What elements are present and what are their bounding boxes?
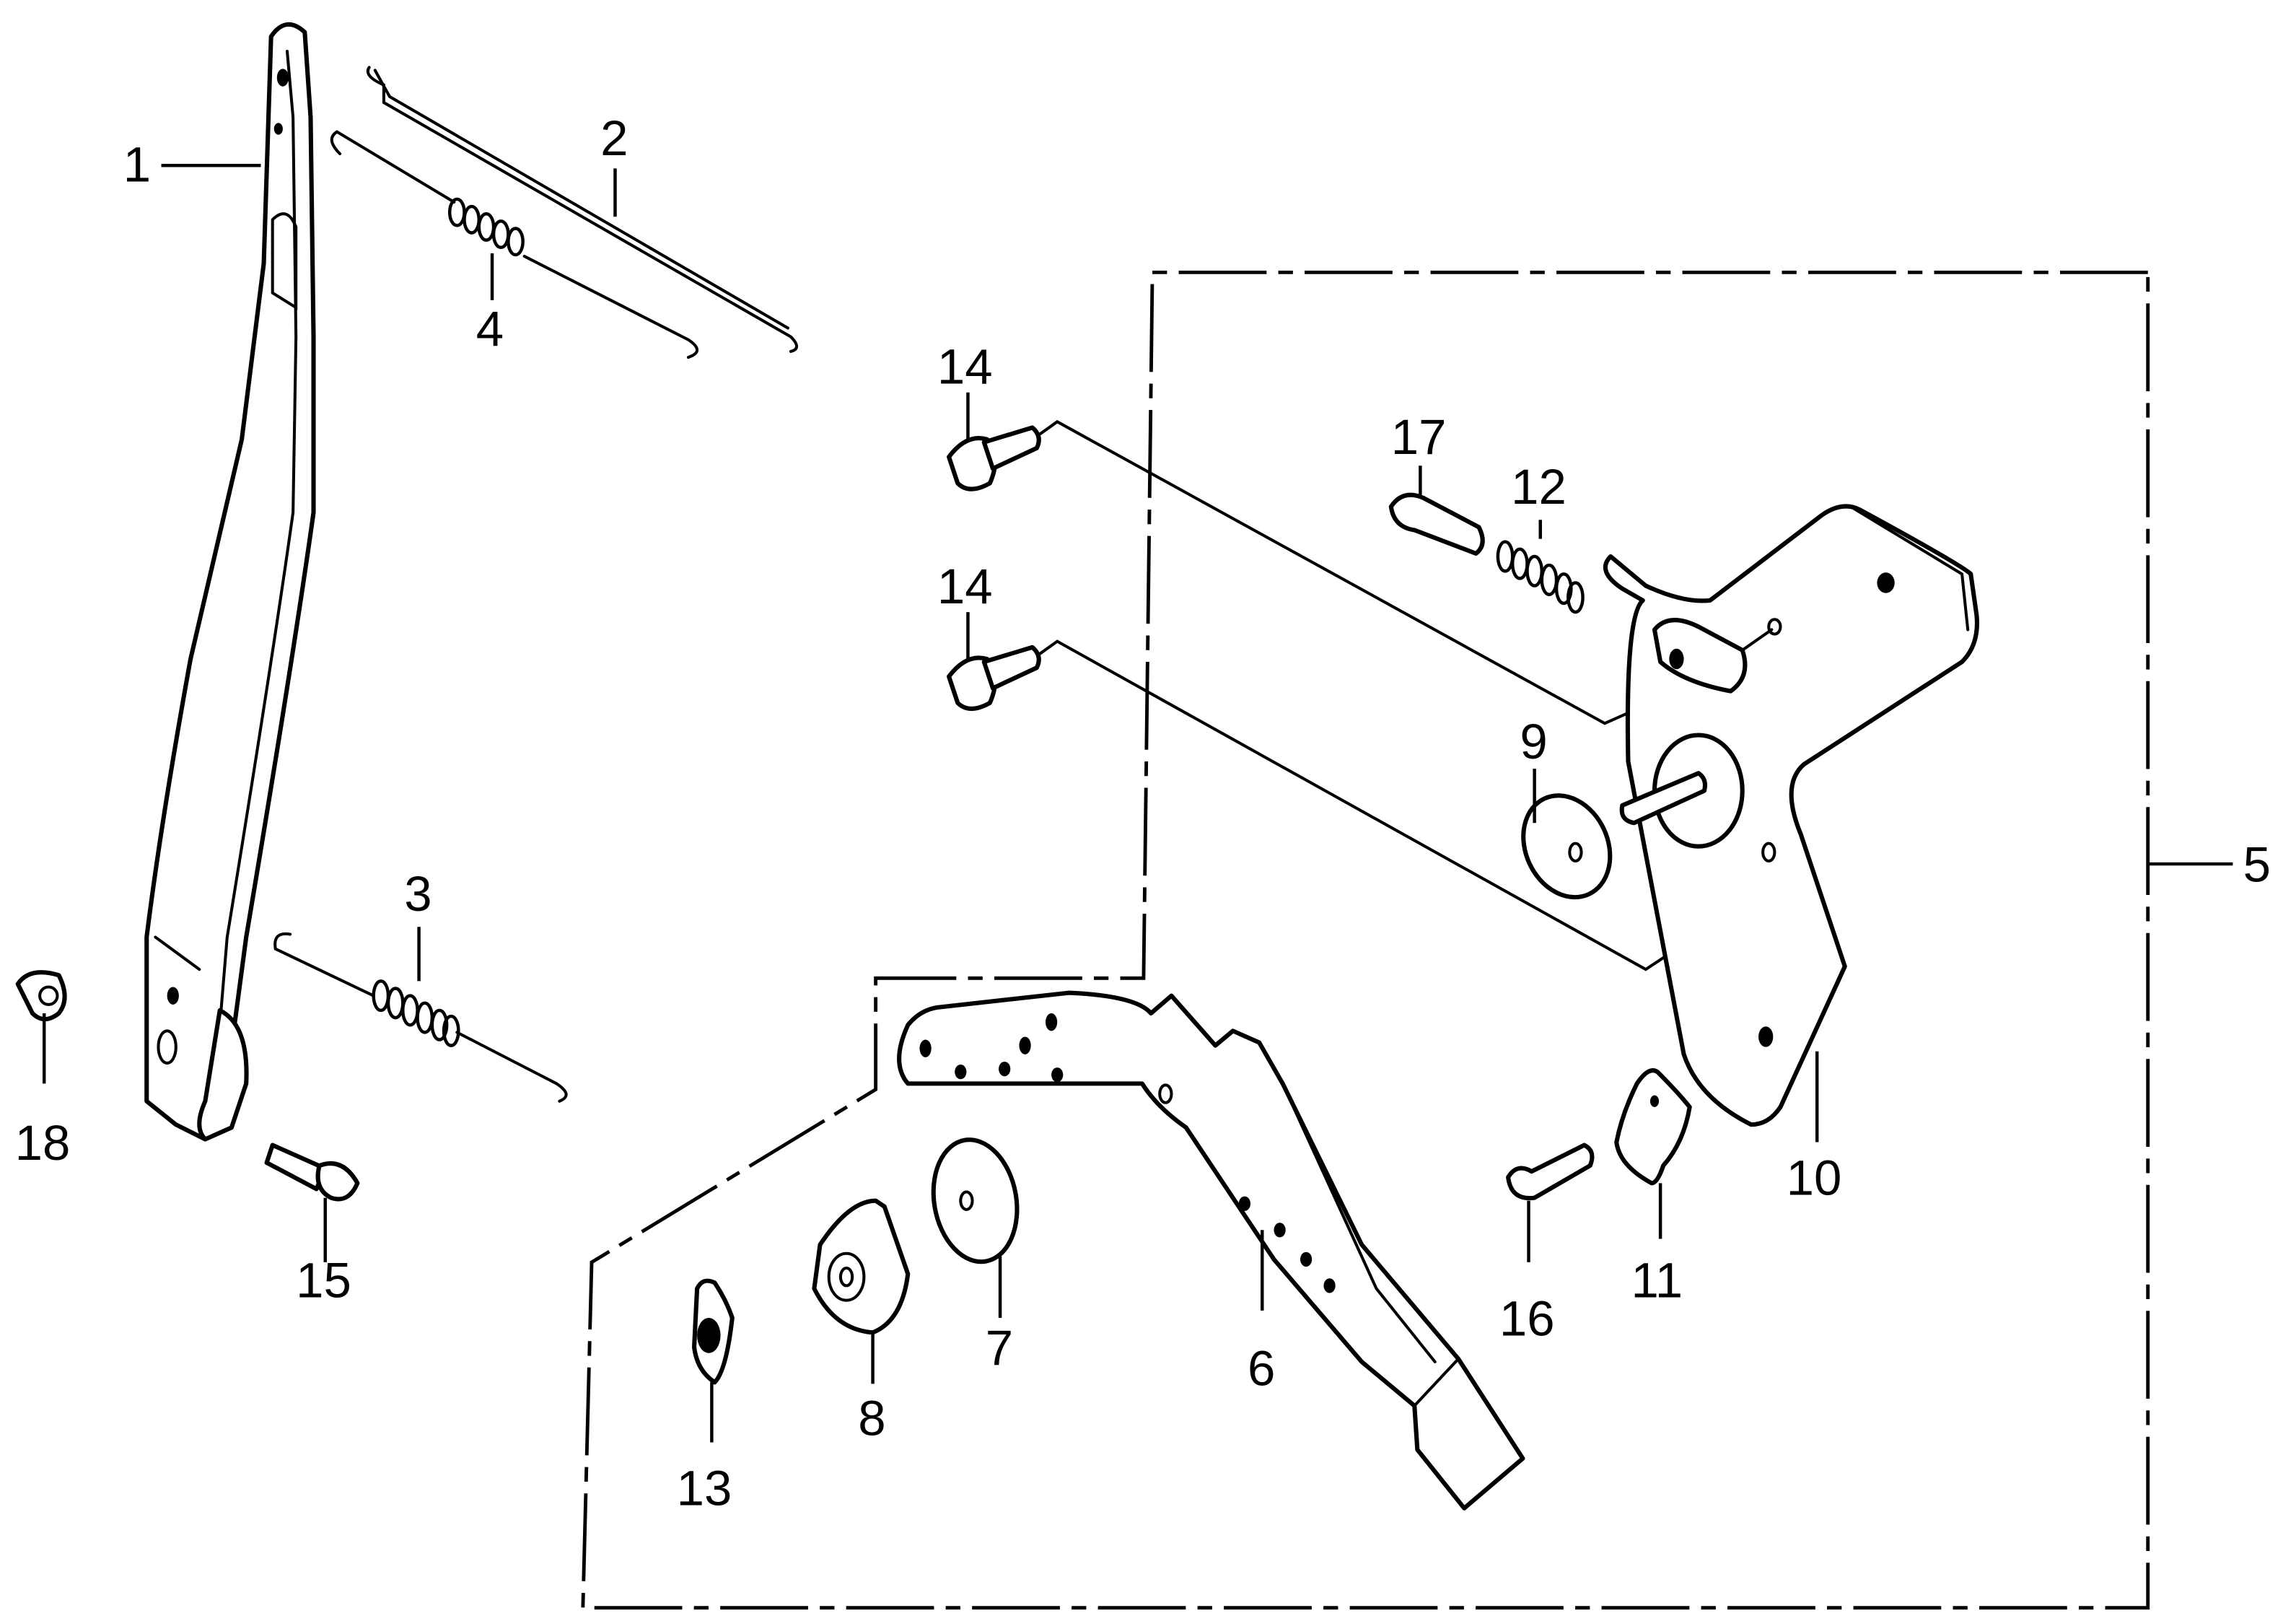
callout-17: 17 [1391,409,1447,465]
callout-1: 1 [123,137,151,193]
part-13-pin-clip [691,1278,735,1385]
part-6-arm [897,990,1525,1511]
callout-3: 3 [404,866,431,922]
callout-12: 12 [1511,459,1567,515]
part-14-flange-bolt-lower [947,645,1041,712]
part-10-bracket-plate [1603,504,1979,1127]
callout-10: 10 [1787,1150,1842,1206]
callout-5: 5 [2243,836,2271,892]
callout-15: 15 [296,1253,351,1308]
callout-13: 13 [677,1461,732,1516]
callout-11: 11 [1631,1253,1683,1308]
callout-14-upper: 14 [937,339,993,395]
part-1-lever [144,22,316,1142]
part-3-coil [372,979,460,1047]
part-8-plate-washer [812,1198,911,1335]
part-12-spring [1496,540,1585,614]
callout-2: 2 [600,110,628,166]
part-4-coil [447,197,525,257]
assembly-5-boundary [581,270,2150,1610]
part-9-washer [1521,793,1613,900]
part-7-washer [931,1137,1020,1264]
callout-4: 4 [476,301,504,357]
callout-14-lower: 14 [937,559,993,614]
callout-labels: 1 2 3 4 5 6 7 8 9 10 11 12 13 14 14 15 1… [15,110,2271,1516]
part-4-spring-rod [330,130,699,359]
callout-9: 9 [1520,714,1547,769]
callout-16: 16 [1499,1290,1555,1346]
part-18-nut [15,970,67,1022]
callout-6: 6 [1248,1340,1275,1396]
part-17-screw [1388,492,1485,556]
callout-8: 8 [858,1390,885,1446]
part-15-bolt [264,1142,360,1202]
part-3-return-spring [273,932,568,1103]
callout-18: 18 [15,1115,71,1171]
callout-7: 7 [986,1320,1013,1376]
part-14-flange-bolt-upper [947,425,1041,491]
leader-lines [42,164,2233,1443]
part-11-clip [1614,1068,1692,1186]
part-2-rod [366,66,799,353]
part-16-bolt [1506,1142,1595,1201]
